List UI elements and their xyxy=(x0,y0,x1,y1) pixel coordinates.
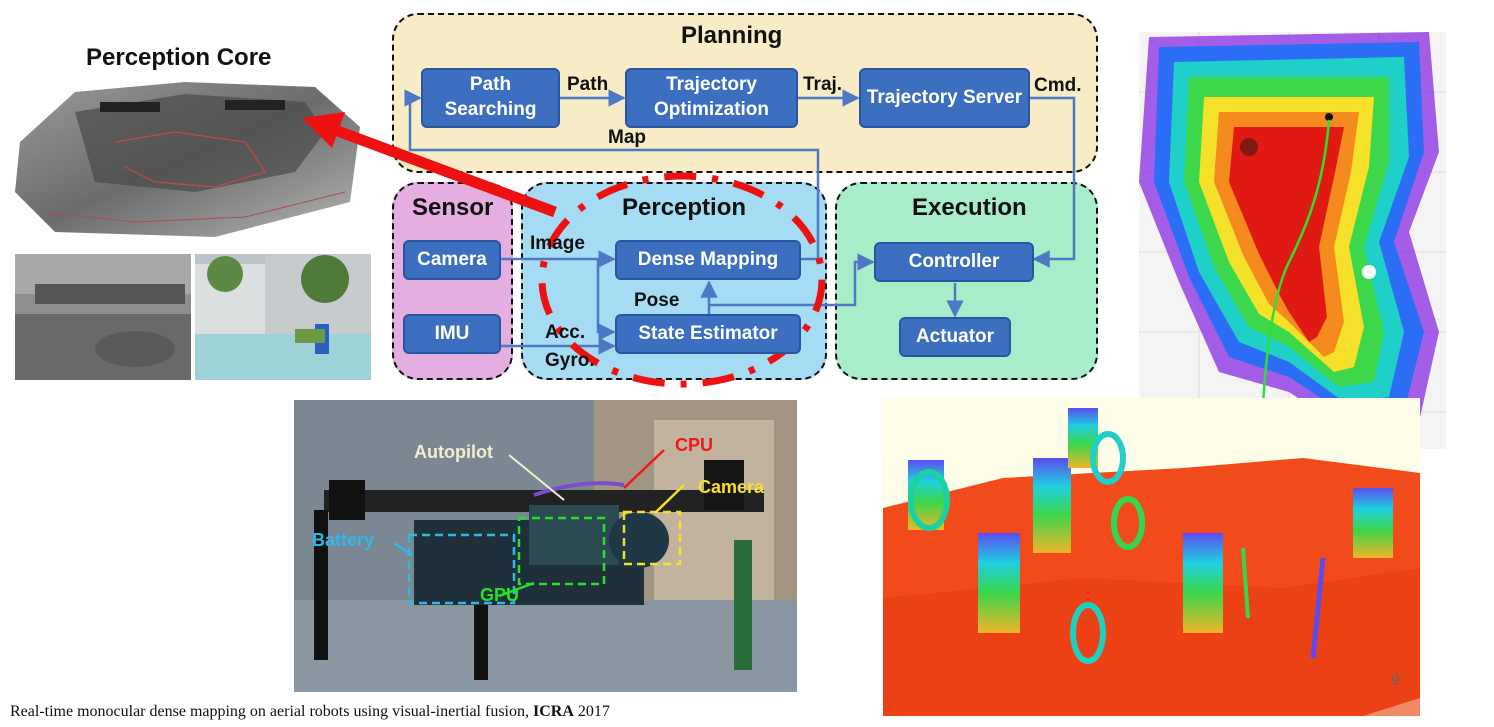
rgb-camera-image xyxy=(195,254,371,380)
label-map: Map xyxy=(608,127,646,148)
camera-box: Camera xyxy=(403,240,501,280)
caption-venue: ICRA xyxy=(532,703,574,720)
label-camera: Camera xyxy=(698,477,765,497)
label-cmd: Cmd. xyxy=(1034,75,1082,96)
label-path: Path xyxy=(567,74,609,95)
drone-hardware-photo xyxy=(294,400,797,692)
label-pose: Pose xyxy=(634,290,680,311)
dense-mapping-box: Dense Mapping xyxy=(615,240,801,280)
citation-caption: Real-time monocular dense mapping on aer… xyxy=(10,703,610,721)
execution-title: Execution xyxy=(912,194,1027,221)
caption-year: 2017 xyxy=(573,703,610,720)
label-gyro: Gyro. xyxy=(545,350,595,371)
perception-core-3d-map xyxy=(15,72,367,242)
grayscale-depth-image xyxy=(15,254,191,380)
label-traj: Traj. xyxy=(803,74,843,95)
imu-box: IMU xyxy=(403,314,501,354)
page-number: 9 xyxy=(1391,672,1400,689)
label-battery: Battery xyxy=(312,530,375,550)
voxel-occupancy-map xyxy=(1139,32,1446,449)
state-estimator-box: State Estimator xyxy=(615,314,801,354)
trajectory-server-box: Trajectory Server xyxy=(859,68,1030,128)
trajectory-optimization-box: Trajectory Optimization xyxy=(625,68,798,128)
label-acc: Acc. xyxy=(545,322,586,343)
controller-box: Controller xyxy=(874,242,1034,282)
dense-point-cloud xyxy=(883,398,1420,716)
sensor-title: Sensor xyxy=(412,194,494,221)
perception-highlight-ring xyxy=(538,172,826,388)
perception-core-arrow xyxy=(333,124,557,218)
label-gpu: GPU xyxy=(480,585,520,605)
label-autopilot: Autopilot xyxy=(414,442,493,462)
perception-title: Perception xyxy=(622,194,747,221)
path-searching-box: Path Searching xyxy=(421,68,560,128)
actuator-box: Actuator xyxy=(899,317,1011,357)
caption-text: Real-time monocular dense mapping on aer… xyxy=(10,703,533,720)
planning-title: Planning xyxy=(681,22,783,49)
label-image: Image xyxy=(530,233,585,254)
perception-core-title: Perception Core xyxy=(86,44,272,71)
label-cpu: CPU xyxy=(675,435,714,455)
